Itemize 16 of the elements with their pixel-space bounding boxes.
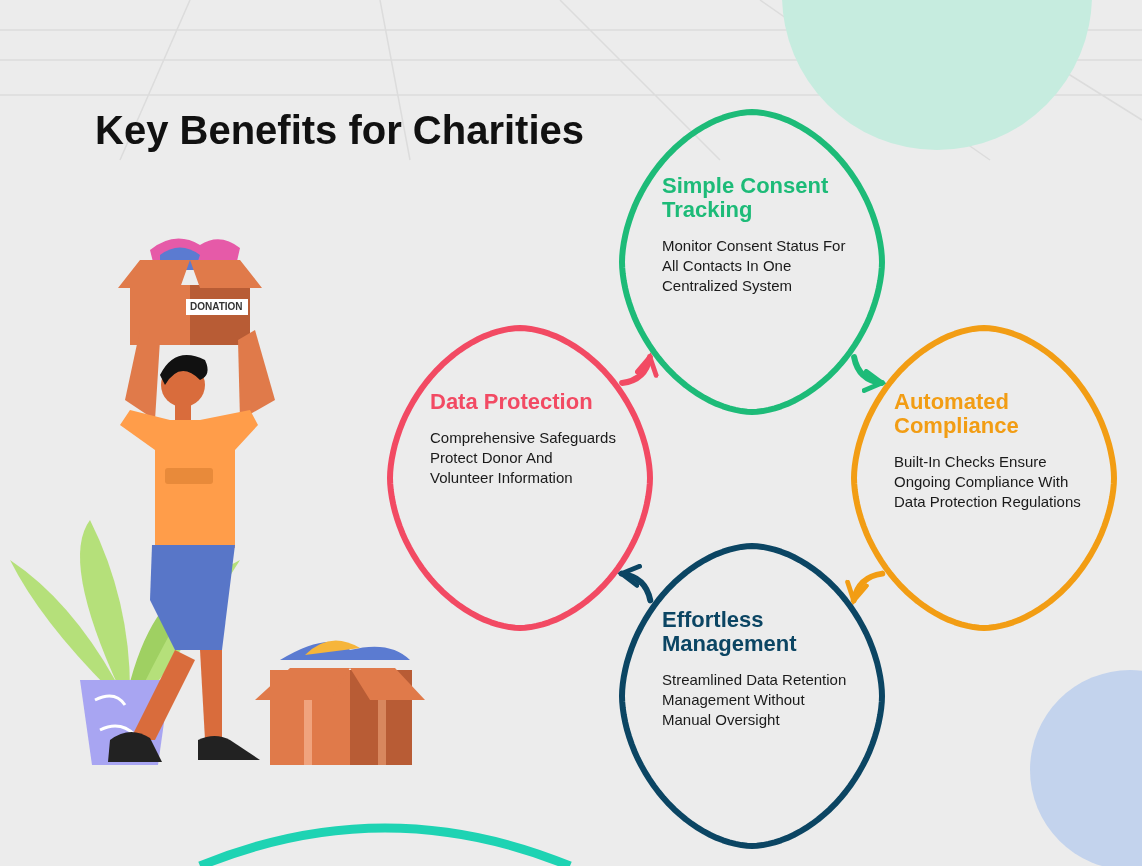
benefit-heading: Simple Consent Tracking xyxy=(662,174,830,222)
arrow xyxy=(845,570,886,604)
benefit-heading: Automated Compliance xyxy=(894,390,1020,438)
benefit-description: Monitor Consent Status For All Contacts In One Centralized System xyxy=(662,236,847,296)
benefit-diamond xyxy=(384,322,656,634)
benefit-description: Built-In Checks Ensure Ongoing Compliance With Data Protection Regulations xyxy=(894,452,1082,512)
benefit-diamond xyxy=(848,322,1120,634)
benefit-description: Streamlined Data Retention Management Without Manual Oversight xyxy=(662,670,848,730)
benefit-diamond xyxy=(616,540,888,852)
benefit-description: Comprehensive Safeguards Protect Donor And Volunteer Information xyxy=(430,428,617,488)
box-label: DONATION xyxy=(190,300,243,314)
benefit-heading: Data Protection xyxy=(430,390,594,414)
benefit-diamond xyxy=(616,106,888,418)
title: Key Benefits for Charities xyxy=(95,108,585,153)
arrow xyxy=(618,564,654,604)
benefit-heading: Effortless Management xyxy=(662,608,798,656)
